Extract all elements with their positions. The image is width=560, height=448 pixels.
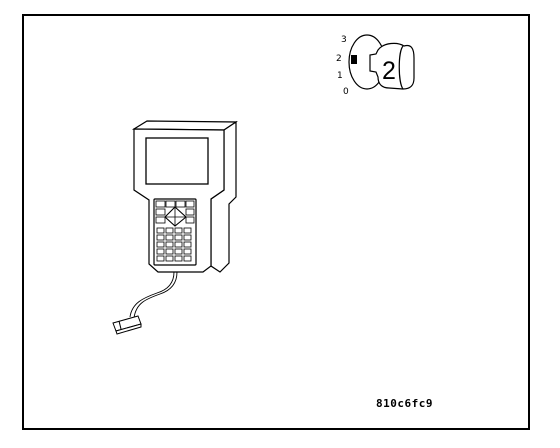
keypad-key [174, 241, 183, 248]
figure-code: 810c6fc9 [376, 397, 433, 410]
keypad-key [183, 241, 192, 248]
keypad-key [183, 248, 192, 255]
position-label-0: 0 [343, 87, 349, 97]
ignition-switch-illustration [348, 34, 415, 90]
figure-frame [22, 14, 530, 430]
tester-cable [129, 271, 178, 319]
keypad-key [174, 227, 183, 234]
keypad-key [165, 255, 174, 262]
keypad-key [165, 234, 174, 241]
keypad-key [174, 248, 183, 255]
position-label-2: 2 [336, 54, 342, 64]
ignition-position-labels: 3 2 1 0 [336, 35, 349, 97]
keypad-key [185, 200, 195, 208]
keypad-key [156, 248, 165, 255]
keypad-key [183, 255, 192, 262]
key-bow-icon [369, 42, 415, 90]
keypad-key [156, 227, 165, 234]
position-label-3: 3 [341, 35, 347, 45]
key-number: 2 [382, 57, 396, 85]
keypad-key [183, 234, 192, 241]
keypad-key [155, 200, 166, 208]
keypad-key [155, 208, 166, 216]
keypad-key [165, 200, 176, 208]
keypad-key [165, 241, 174, 248]
keypad-key [156, 234, 165, 241]
keypad-key [174, 255, 183, 262]
keypad-key [156, 241, 165, 248]
keypad-key [185, 216, 195, 224]
keypad-key [156, 255, 165, 262]
keypad-key [185, 208, 195, 216]
diagnostic-connector-icon [112, 315, 142, 335]
position-label-1: 1 [337, 71, 343, 81]
keypad-key [183, 227, 192, 234]
keypad [155, 200, 195, 262]
keypad-key [165, 248, 174, 255]
keypad-key [165, 227, 174, 234]
tester-display [145, 137, 209, 185]
keypad-key [175, 200, 186, 208]
keypad-key [174, 234, 183, 241]
keypad-key [155, 216, 166, 224]
position-marker-icon [351, 55, 357, 64]
diagnostic-tester-illustration [131, 120, 238, 273]
